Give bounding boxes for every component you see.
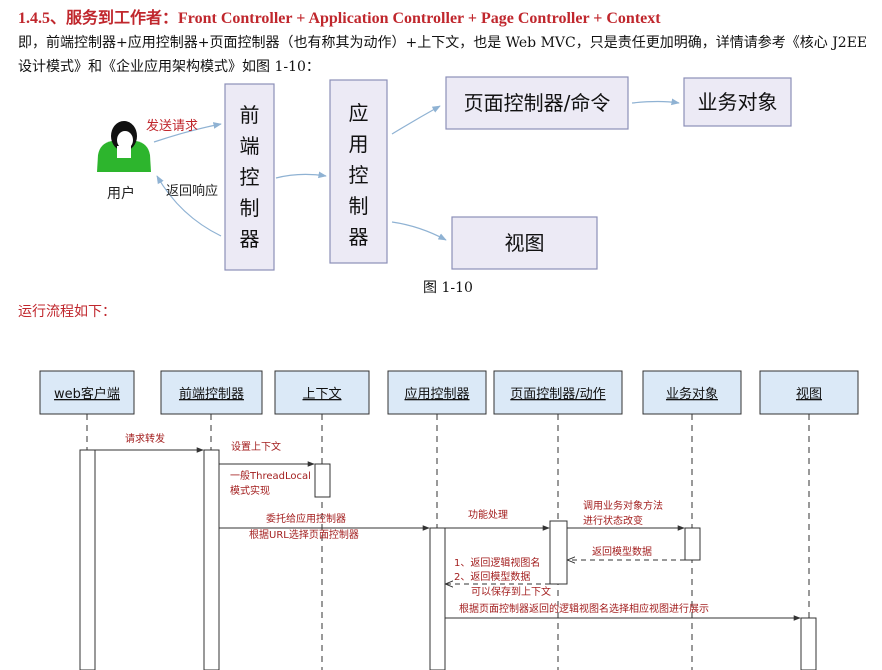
figure-caption: 图 1-10 (423, 280, 473, 296)
participant-context: 上下文 (274, 370, 370, 415)
business-object-label: 业务对象 (698, 90, 778, 114)
app-controller-char: 控 (349, 163, 369, 187)
participant-label: 页面控制器/动作 (510, 387, 605, 402)
app-controller-char: 用 (349, 132, 369, 156)
message-label: 请求转发 (125, 432, 165, 445)
activation-front-controller (203, 449, 220, 670)
participant-label: 前端控制器 (179, 386, 244, 402)
message-label: 1、返回逻辑视图名 (454, 556, 540, 569)
message-label: 进行状态改变 (583, 514, 643, 527)
activation-app-controller (429, 527, 446, 670)
message-label: 调用业务对象方法 (583, 499, 663, 512)
user-label: 用户 (107, 185, 135, 202)
message-label: 委托给应用控制器 (266, 512, 346, 525)
activation-web-client (79, 449, 96, 670)
app-controller-box: 应 用 控 制 器 (329, 79, 388, 264)
participant-front-controller: 前端控制器 (160, 370, 263, 415)
app-controller-char: 应 (349, 101, 369, 125)
intro-paragraph: 即，前端控制器+应用控制器+页面控制器（也有称其为动作）+上下文，也是 Web … (18, 35, 868, 75)
page-controller-label: 页面控制器/命令 (464, 91, 611, 115)
section-heading: 1.4.5、服务到工作者：Front Controller + Applicat… (18, 10, 661, 27)
app-controller-char: 器 (349, 225, 369, 249)
architecture-figure: 用户 发送请求 返回响应 前 端 控 制 器 应 用 控 制 器 页面控制器/命… (97, 76, 792, 296)
message-label: 根据页面控制器返回的逻辑视图名选择相应视图进行展示 (459, 602, 709, 615)
front-to-app-arrow (275, 171, 327, 179)
app-controller-char: 制 (349, 194, 369, 218)
participant-label: web客户端 (54, 386, 120, 402)
app-to-view-arrow (391, 221, 447, 241)
view-label: 视图 (505, 231, 545, 255)
flow-section-title: 运行流程如下： (18, 304, 116, 320)
front-controller-char: 控 (240, 165, 260, 189)
message-label: 功能处理 (468, 508, 508, 521)
message-label: 返回模型数据 (592, 545, 652, 558)
send-request-arrow (153, 122, 222, 143)
return-response-label: 返回响应 (166, 183, 218, 199)
participant-view: 视图 (759, 370, 859, 415)
return-response-arrow (156, 175, 222, 237)
message-label: 根据URL选择页面控制器 (249, 528, 359, 541)
message-note: 一般ThreadLocal (230, 469, 311, 482)
participant-page-controller: 页面控制器/动作 (493, 370, 623, 415)
business-object-box: 业务对象 (683, 77, 792, 127)
page-to-business-arrow (631, 98, 680, 106)
participant-app-controller: 应用控制器 (387, 370, 487, 415)
participant-label: 视图 (796, 387, 822, 402)
sequence-diagram: web客户端 前端控制器 上下文 应用控制器 页面控制器/动作 业务对象 视图 … (39, 370, 859, 670)
front-controller-char: 制 (240, 196, 260, 220)
view-box: 视图 (451, 216, 598, 270)
front-controller-box: 前 端 控 制 器 (224, 83, 275, 271)
app-to-page-arrow (391, 105, 441, 135)
front-controller-char: 前 (240, 103, 260, 127)
activation-business-object (684, 527, 701, 561)
activation-context (314, 463, 331, 498)
front-controller-char: 端 (240, 134, 260, 158)
activation-page-controller (549, 520, 568, 585)
participant-label: 应用控制器 (404, 386, 469, 402)
send-request-label: 发送请求 (146, 118, 198, 134)
front-controller-char: 器 (240, 227, 260, 251)
participant-label: 业务对象 (666, 386, 718, 402)
message-label: 2、返回模型数据 (454, 570, 530, 583)
user-icon (97, 121, 151, 172)
participant-web-client: web客户端 (39, 370, 135, 415)
activation-view (800, 617, 817, 670)
participant-label: 上下文 (302, 387, 341, 402)
message-label: 可以保存到上下文 (471, 585, 551, 598)
message-label: 设置上下文 (231, 440, 281, 453)
page-controller-box: 页面控制器/命令 (445, 76, 629, 130)
participant-business-object: 业务对象 (642, 370, 742, 415)
message-note: 模式实现 (230, 484, 270, 497)
